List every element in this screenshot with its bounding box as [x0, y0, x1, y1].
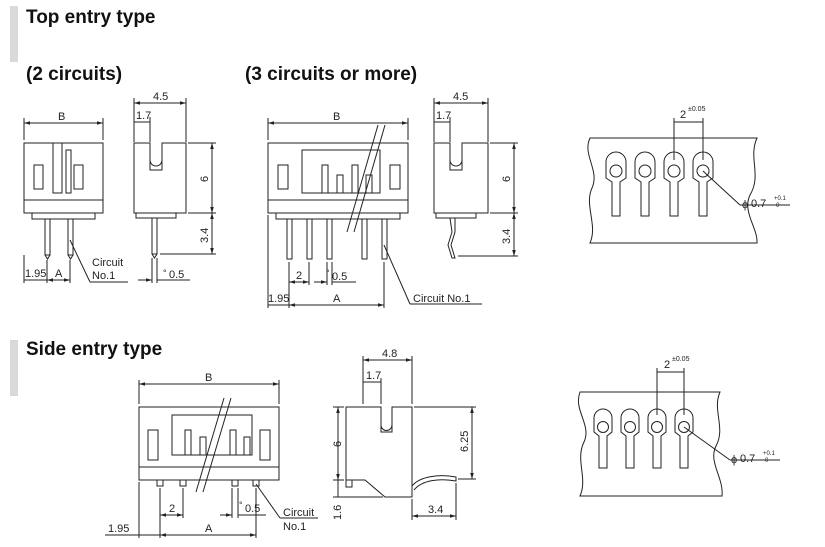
dim-3-4-side: 3.4 — [428, 504, 443, 516]
pitch-tol-side: ±0.05 — [672, 356, 690, 363]
phi-side: ϕ — [731, 454, 737, 466]
pcb-layout-side — [577, 368, 780, 497]
section-title-side: Side entry type — [26, 339, 163, 360]
label-circuit-side: Circuit — [283, 507, 314, 519]
side-view-2-circuits — [133, 98, 216, 283]
deg-mark-side: ° — [239, 500, 243, 510]
subsection-title-2-circuits: (2 circuits) — [26, 64, 123, 85]
section-marker-top — [10, 6, 18, 62]
dim-2-side: 2 — [169, 503, 175, 515]
hole-tol-plus-top: +0.1 — [774, 196, 787, 202]
dim-a-3c: A — [333, 293, 341, 305]
side-view-side-entry — [333, 356, 476, 520]
dim-4-5-3c: 4.5 — [453, 91, 468, 103]
dim-a-2c: A — [55, 268, 63, 280]
dim-1-95-2c: 1.95 — [25, 268, 46, 280]
dim-6-25-side: 6.25 — [459, 431, 471, 452]
dim-2-3c: 2 — [296, 270, 302, 282]
dim-1-6-side: 1.6 — [332, 505, 344, 520]
dim-b-2c: B — [58, 111, 65, 123]
dim-b-side: B — [205, 372, 212, 384]
hole-tol-plus-side: +0.1 — [763, 451, 776, 457]
front-view-3-circuits — [267, 118, 482, 308]
hole-tol-minus-side: 0 — [765, 458, 769, 464]
dim-4-5-2c: 4.5 — [153, 91, 168, 103]
dim-1-95-side: 1.95 — [108, 523, 129, 535]
subsection-title-3-circuits: (3 circuits or more) — [245, 64, 418, 85]
dim-3-4-2c: 3.4 — [199, 228, 211, 243]
dim-1-95-3c: 1.95 — [268, 293, 289, 305]
dim-1-7-side: 1.7 — [366, 370, 381, 382]
label-no1-2c: No.1 — [92, 270, 115, 282]
pitch-2-top: 2 — [680, 109, 686, 121]
label-circuit-no1-3c: Circuit No.1 — [413, 293, 470, 305]
hole-0-7-top: 0.7 — [751, 198, 766, 210]
dim-3-4-3c: 3.4 — [501, 229, 513, 244]
pad-4 — [692, 151, 714, 217]
dim-0-5-3c: 0.5 — [332, 271, 347, 283]
dim-a-side: A — [205, 523, 213, 535]
dim-6-side: 6 — [332, 441, 344, 447]
hole-0-7-side: 0.7 — [740, 453, 755, 465]
phi-top: ϕ — [742, 199, 748, 211]
side-view-3-circuits — [433, 98, 518, 259]
deg-mark-2c: ° — [163, 268, 167, 278]
dim-6-3c: 6 — [501, 176, 513, 182]
label-circuit-2c: Circuit — [92, 257, 123, 269]
dim-0-5-2c: 0.5 — [169, 269, 184, 281]
pad-2 — [620, 408, 640, 469]
front-view-side-entry — [105, 380, 318, 538]
pitch-tol-top: ±0.05 — [688, 106, 706, 113]
dim-6-2c: 6 — [199, 176, 211, 182]
section-marker-side — [10, 340, 18, 396]
pad-4 — [674, 408, 694, 469]
pad-3 — [647, 408, 667, 469]
pad-1 — [593, 408, 613, 469]
dim-1-7-3c: 1.7 — [436, 110, 451, 122]
label-no1-side: No.1 — [283, 521, 306, 533]
pitch-2-side: 2 — [664, 359, 670, 371]
dim-0-5-side: 0.5 — [245, 503, 260, 515]
section-title-top: Top entry type — [26, 7, 156, 28]
pad-1 — [605, 151, 627, 217]
hole-tol-minus-top: 0 — [776, 203, 780, 209]
front-view-2-circuits — [23, 118, 128, 283]
pcb-layout-top — [587, 118, 790, 244]
dim-b-3c: B — [333, 111, 340, 123]
pad-2 — [634, 151, 656, 217]
dim-4-8-side: 4.8 — [382, 348, 397, 360]
pad-3 — [663, 151, 685, 217]
deg-mark-3c: ° — [326, 268, 330, 278]
dim-1-7-2c: 1.7 — [136, 110, 151, 122]
